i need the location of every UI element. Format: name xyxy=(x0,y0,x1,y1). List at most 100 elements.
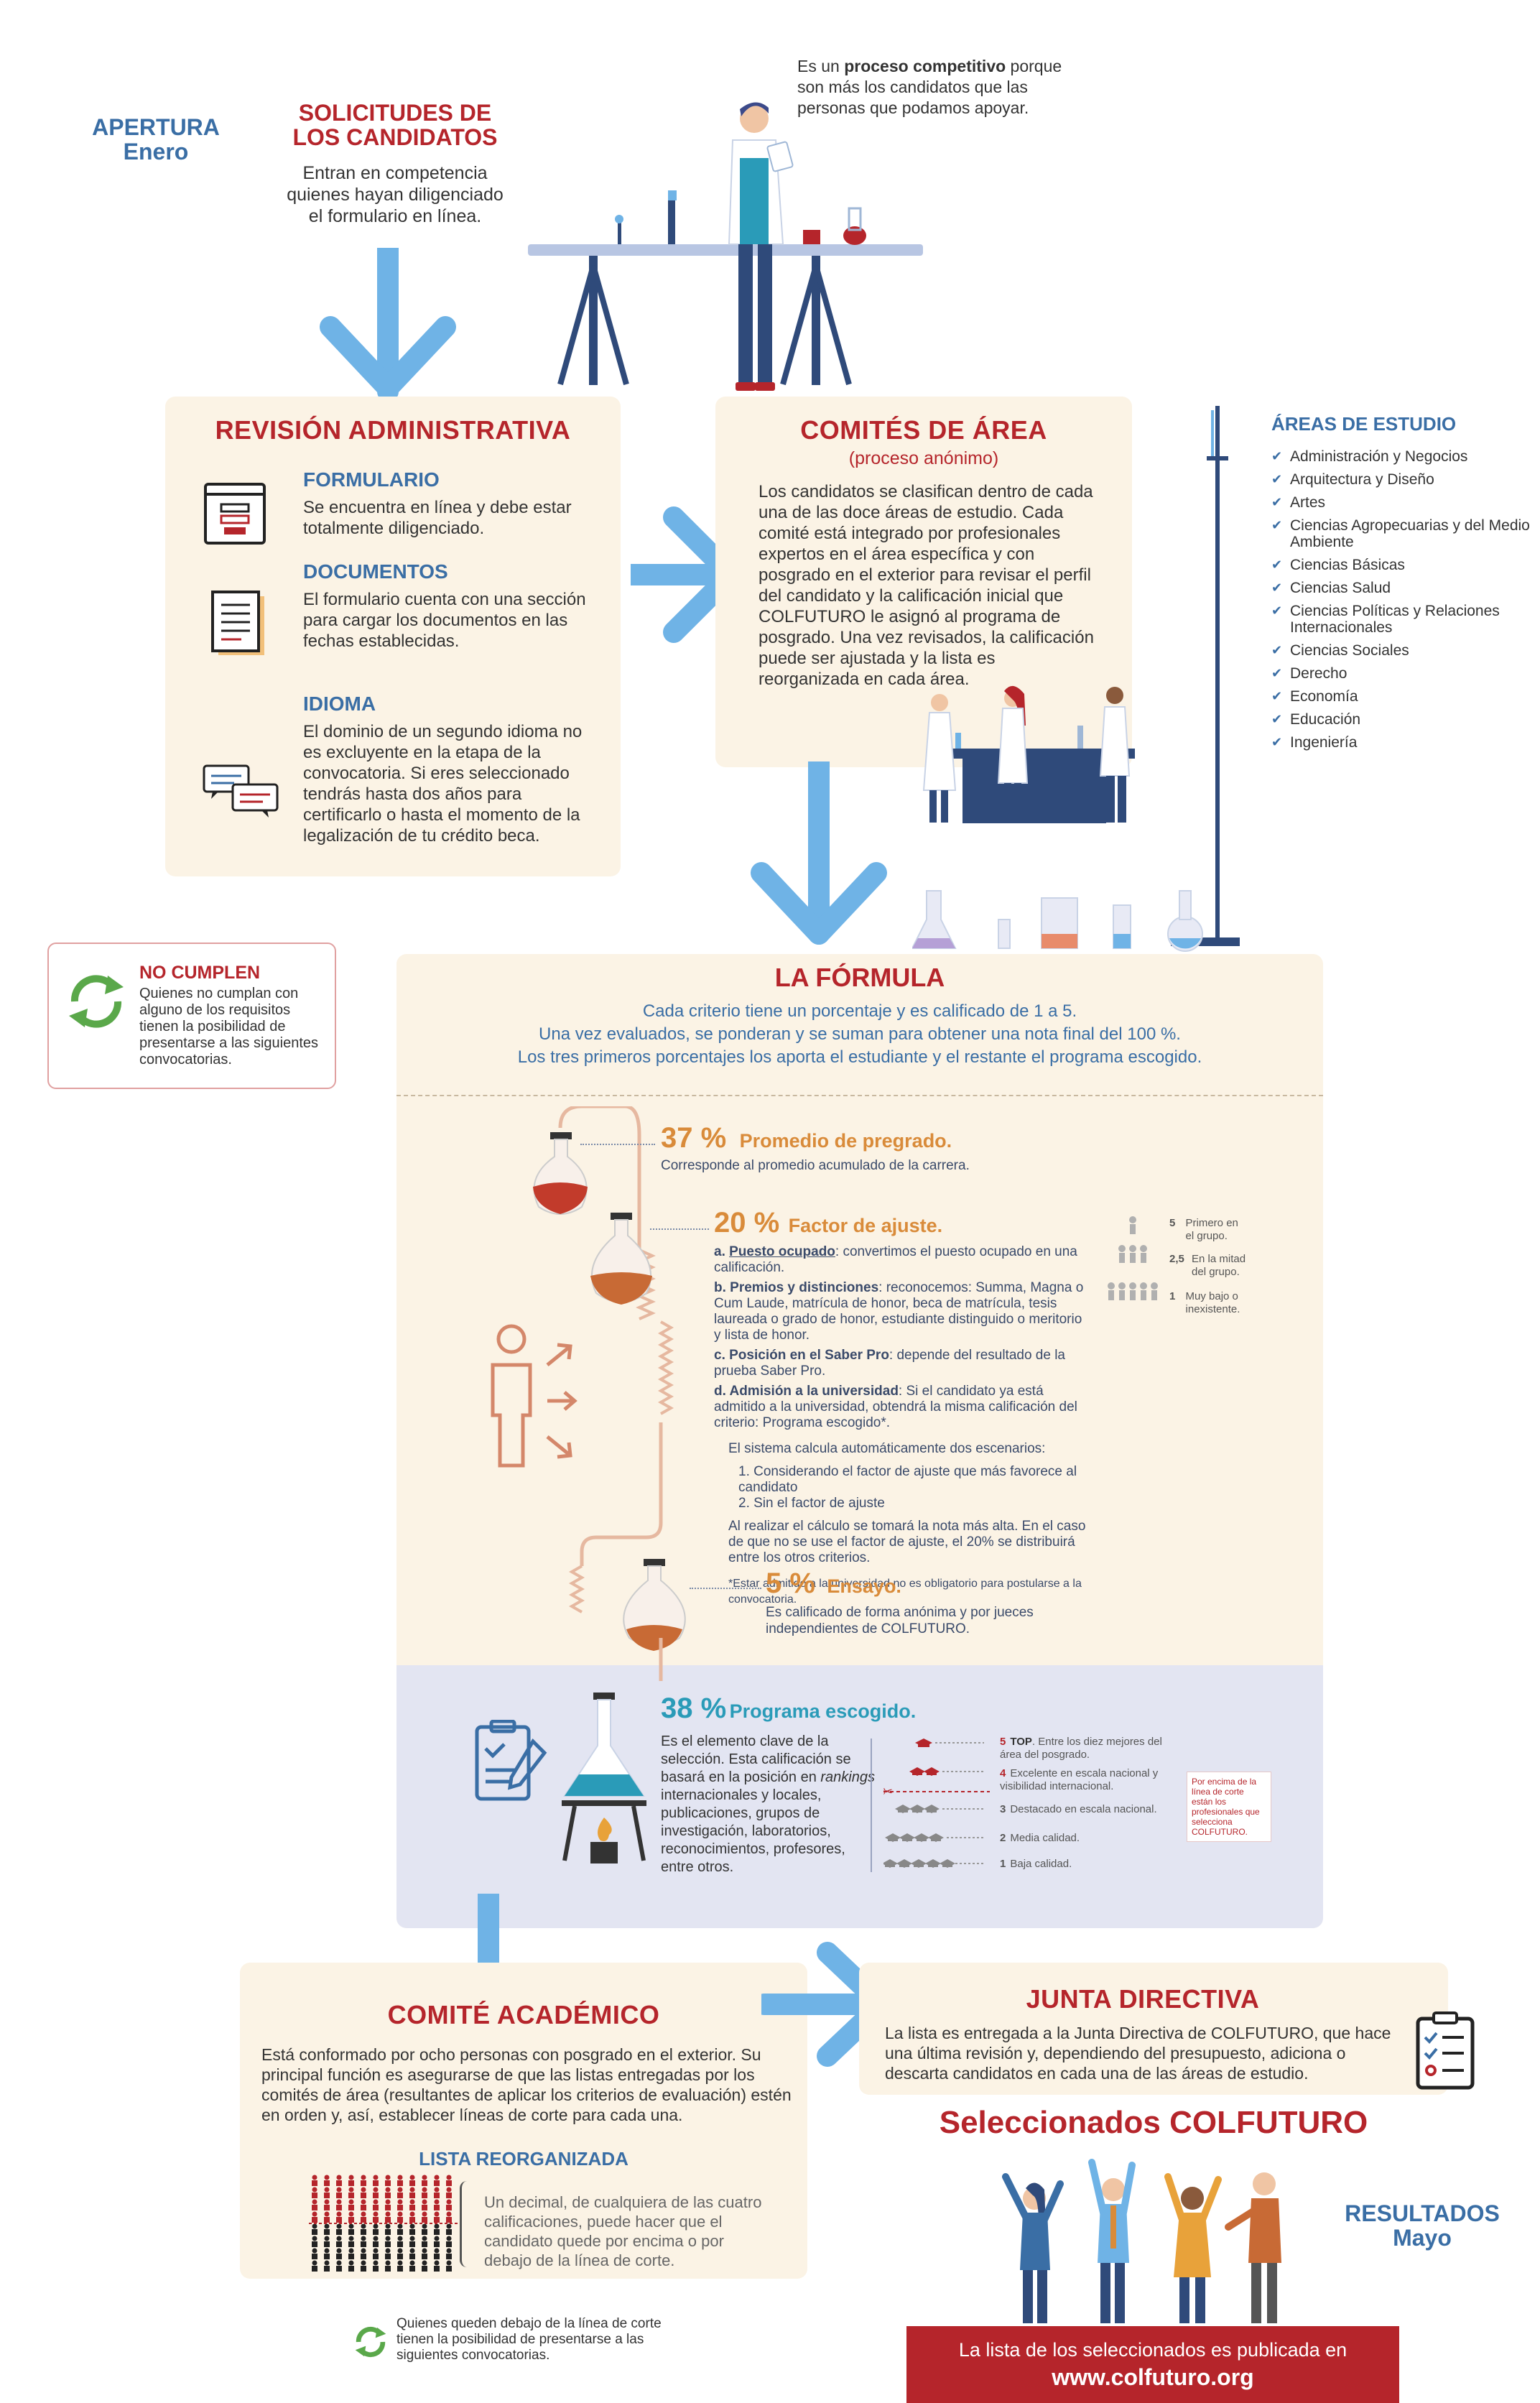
lab-stand-illustration xyxy=(1171,406,1240,946)
area-item: Economía xyxy=(1271,688,1530,705)
person-figure-icon xyxy=(409,2248,415,2259)
person-figure-icon xyxy=(348,2199,354,2210)
area-item: Administración y Negocios xyxy=(1271,448,1530,465)
person-figure-icon xyxy=(336,2211,342,2223)
comites-subtitle: (proceso anónimo) xyxy=(848,448,999,468)
formula-title: LA FÓRMULA xyxy=(774,963,945,992)
person-figure-icon xyxy=(397,2248,403,2259)
person-figure-icon xyxy=(324,2175,330,2186)
flasks-illustration xyxy=(912,890,1203,952)
person-figure-icon xyxy=(361,2248,366,2259)
person-figure-icon xyxy=(324,2199,330,2210)
program-ranking-icons: ✂ xyxy=(883,1738,990,1868)
person-figure-icon xyxy=(434,2260,440,2272)
area-item: Ciencias Políticas y Relaciones Internac… xyxy=(1271,603,1530,636)
below-cutline-text: Quienes queden debajo de la línea de cor… xyxy=(396,2316,662,2363)
person-figure-icon xyxy=(348,2260,354,2272)
person-figure-icon xyxy=(312,2199,317,2210)
chat-bubbles-icon xyxy=(203,764,279,818)
committee-illustration xyxy=(922,685,1135,823)
criterion-4-text: Es el elemento clave de la selección. Es… xyxy=(661,1733,875,1875)
person-figure-icon xyxy=(434,2175,440,2186)
person-figure-icon xyxy=(422,2187,427,2198)
comites-box: COMITÉS DE ÁREA (proceso anónimo) Los ca… xyxy=(715,397,1132,767)
person-figure-icon xyxy=(397,2236,403,2247)
reorganized-list-people xyxy=(309,2175,460,2272)
comites-title: COMITÉS DE ÁREA xyxy=(800,415,1047,445)
criterion-3-text: Es calificado de forma anónima y por jue… xyxy=(766,1605,1034,1636)
rank-1: 1 Muy bajo o inexistente. xyxy=(1169,1290,1240,1315)
comites-text: Los candidatos se clasifican dentro de c… xyxy=(759,482,1094,689)
solicitudes-title: SOLICITUDES DE LOS CANDIDATOS xyxy=(292,100,498,150)
person-figure-icon xyxy=(434,2187,440,2198)
person-figure-icon xyxy=(361,2223,366,2235)
lista-bracket xyxy=(460,2181,472,2267)
person-figure-icon xyxy=(446,2187,452,2198)
person-figure-icon xyxy=(397,2223,403,2235)
area-item: Arquitectura y Diseño xyxy=(1271,471,1530,488)
area-item: Artes xyxy=(1271,494,1530,511)
colfuturo-link[interactable]: www.colfuturo.org xyxy=(1052,2364,1254,2390)
results-banner-text: La lista de los seleccionados es publica… xyxy=(958,2339,1348,2361)
person-figure-icon xyxy=(373,2175,379,2186)
person-figure-icon xyxy=(397,2260,403,2272)
no-cumplen-text: Quienes no cumplan con alguno de los req… xyxy=(139,986,319,1068)
criterion-1-pct: 37 % xyxy=(661,1122,727,1154)
person-figure-icon xyxy=(385,2248,391,2259)
person-figure-icon xyxy=(324,2248,330,2259)
person-figure-icon xyxy=(361,2260,366,2272)
no-cumplen-box: NO CUMPLEN Quienes no cumplan con alguno… xyxy=(47,943,336,1089)
academico-title: COMITÉ ACADÉMICO xyxy=(387,2000,660,2029)
person-figure-icon xyxy=(373,2211,379,2223)
criterion-4-pct: 38 % xyxy=(661,1693,727,1724)
apertura-label: APERTURA Enero xyxy=(88,115,224,164)
criterion-3: 5 % Ensayo. Es calificado de forma anóni… xyxy=(766,1568,1110,1637)
document-icon xyxy=(211,591,264,655)
areas-estudio-block: ÁREAS DE ESTUDIO Administración y Negoci… xyxy=(1271,413,1530,757)
documentos-title: DOCUMENTOS xyxy=(303,560,448,583)
person-figure-icon xyxy=(409,2187,415,2198)
person-figure-icon xyxy=(336,2187,342,2198)
solicitudes-text: Entran en competencia quienes hayan dili… xyxy=(287,163,504,226)
criterion-2-connector xyxy=(650,1228,709,1230)
areas-list: Administración y NegociosArquitectura y … xyxy=(1271,448,1530,751)
criterion-4: 38 % Programa escogido. xyxy=(661,1693,948,1725)
solicitudes-block: SOLICITUDES DE LOS CANDIDATOS Entran en … xyxy=(244,101,546,227)
person-figure-icon xyxy=(324,2236,330,2247)
criterion-2-pct: 20 % xyxy=(714,1207,780,1238)
person-figure-icon xyxy=(397,2199,403,2210)
criterion-3-pct: 5 % xyxy=(766,1568,815,1599)
person-figure-icon xyxy=(348,2175,354,2186)
person-figure-icon xyxy=(324,2223,330,2235)
area-item: Ciencias Básicas xyxy=(1271,557,1530,573)
no-cumplen-title: NO CUMPLEN xyxy=(139,963,261,983)
person-figure-icon xyxy=(373,2187,379,2198)
person-figure-icon xyxy=(446,2248,452,2259)
arrow-down-2 xyxy=(751,761,887,945)
person-figure-icon xyxy=(312,2260,317,2272)
person-figure-icon xyxy=(324,2187,330,2198)
person-figure-icon xyxy=(422,2199,427,2210)
person-figure-icon xyxy=(446,2223,452,2235)
person-figure-icon xyxy=(361,2187,366,2198)
person-figure-icon xyxy=(446,2175,452,2186)
person-figure-icon xyxy=(409,2199,415,2210)
person-figure-icon xyxy=(434,2199,440,2210)
person-figure-icon xyxy=(336,2248,342,2259)
cut-line-note: Por encima de la línea de corte están lo… xyxy=(1187,1772,1271,1842)
person-figure-icon xyxy=(336,2236,342,2247)
rank-25: 2,5 En la mitad del grupo. xyxy=(1169,1253,1246,1278)
ranking-people-icon xyxy=(1108,1216,1158,1300)
person-figure-icon xyxy=(373,2223,379,2235)
person-figure-icon xyxy=(385,2260,391,2272)
area-item: Ingeniería xyxy=(1271,734,1530,751)
person-figure-icon xyxy=(312,2175,317,2186)
below-cutline-box: Quienes queden debajo de la línea de cor… xyxy=(345,2312,704,2369)
results-banner: La lista de los seleccionados es publica… xyxy=(906,2326,1399,2403)
person-figure-icon xyxy=(434,2211,440,2223)
person-figure-icon xyxy=(422,2236,427,2247)
person-figure-icon xyxy=(409,2236,415,2247)
